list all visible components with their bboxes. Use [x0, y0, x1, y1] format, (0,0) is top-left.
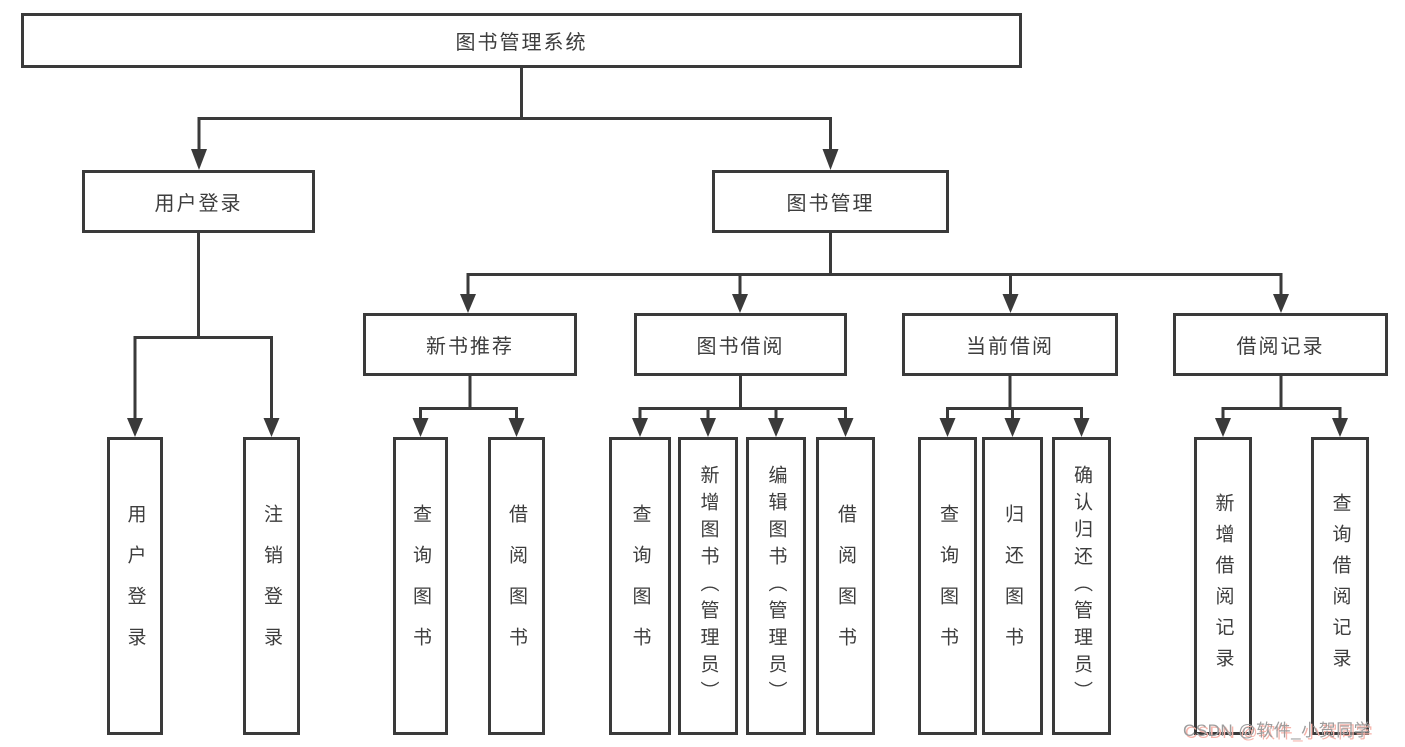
leaf-label: 注销登录	[261, 504, 282, 668]
node-borrow-records: 借阅记录	[1173, 313, 1388, 376]
leaf-query-books-borrow: 查询图书	[609, 437, 671, 735]
leaf-user-login: 用户登录	[107, 437, 163, 735]
leaf-query-books-recommend: 查询图书	[393, 437, 448, 735]
leaf-label: 借阅图书	[835, 504, 856, 668]
leaf-label: 借阅图书	[506, 504, 527, 668]
node-label: 图书借阅	[696, 336, 785, 358]
node-root: 图书管理系统	[21, 13, 1022, 68]
leaf-borrow-book: 借阅图书	[816, 437, 875, 735]
node-user-login: 用户登录	[82, 170, 315, 233]
leaf-borrow-books-recommend: 借阅图书	[488, 437, 545, 735]
leaf-edit-book-admin: 编辑图书（管理员）	[746, 437, 806, 735]
leaf-query-borrow-record: 查询借阅记录	[1311, 437, 1369, 735]
node-book-management: 图书管理	[712, 170, 949, 233]
leaf-label: 查询图书	[410, 504, 431, 668]
leaf-label: 查询图书	[937, 504, 958, 668]
leaf-add-borrow-record: 新增借阅记录	[1194, 437, 1252, 735]
leaf-label: 新增图书（管理员）	[697, 464, 719, 708]
leaf-label: 查询图书	[629, 504, 651, 668]
node-label: 新书推荐	[426, 336, 514, 358]
leaf-add-book-admin: 新增图书（管理员）	[678, 437, 738, 735]
csdn-watermark: CSDN @软件_小贺同学	[1183, 721, 1372, 740]
leaf-logout: 注销登录	[243, 437, 300, 735]
leaf-confirm-return-admin: 确认归还（管理员）	[1052, 437, 1111, 735]
leaf-query-books-current: 查询图书	[918, 437, 977, 735]
node-new-book-recommend: 新书推荐	[363, 313, 577, 376]
node-label: 图书管理	[786, 193, 875, 215]
node-label: 借阅记录	[1236, 336, 1325, 358]
leaf-label: 查询借阅记录	[1329, 493, 1351, 679]
leaf-label: 归还图书	[1002, 504, 1023, 668]
node-book-borrow: 图书借阅	[634, 313, 847, 376]
node-label: 当前借阅	[966, 336, 1054, 358]
node-current-borrow: 当前借阅	[902, 313, 1118, 376]
leaf-return-book: 归还图书	[982, 437, 1043, 735]
leaf-label: 新增借阅记录	[1212, 493, 1234, 679]
leaf-label: 确认归还（管理员）	[1071, 464, 1092, 708]
node-label: 用户登录	[154, 193, 243, 215]
node-root-label: 图书管理系统	[455, 32, 588, 54]
leaf-label: 编辑图书（管理员）	[765, 464, 787, 708]
leaf-label: 用户登录	[124, 504, 146, 668]
